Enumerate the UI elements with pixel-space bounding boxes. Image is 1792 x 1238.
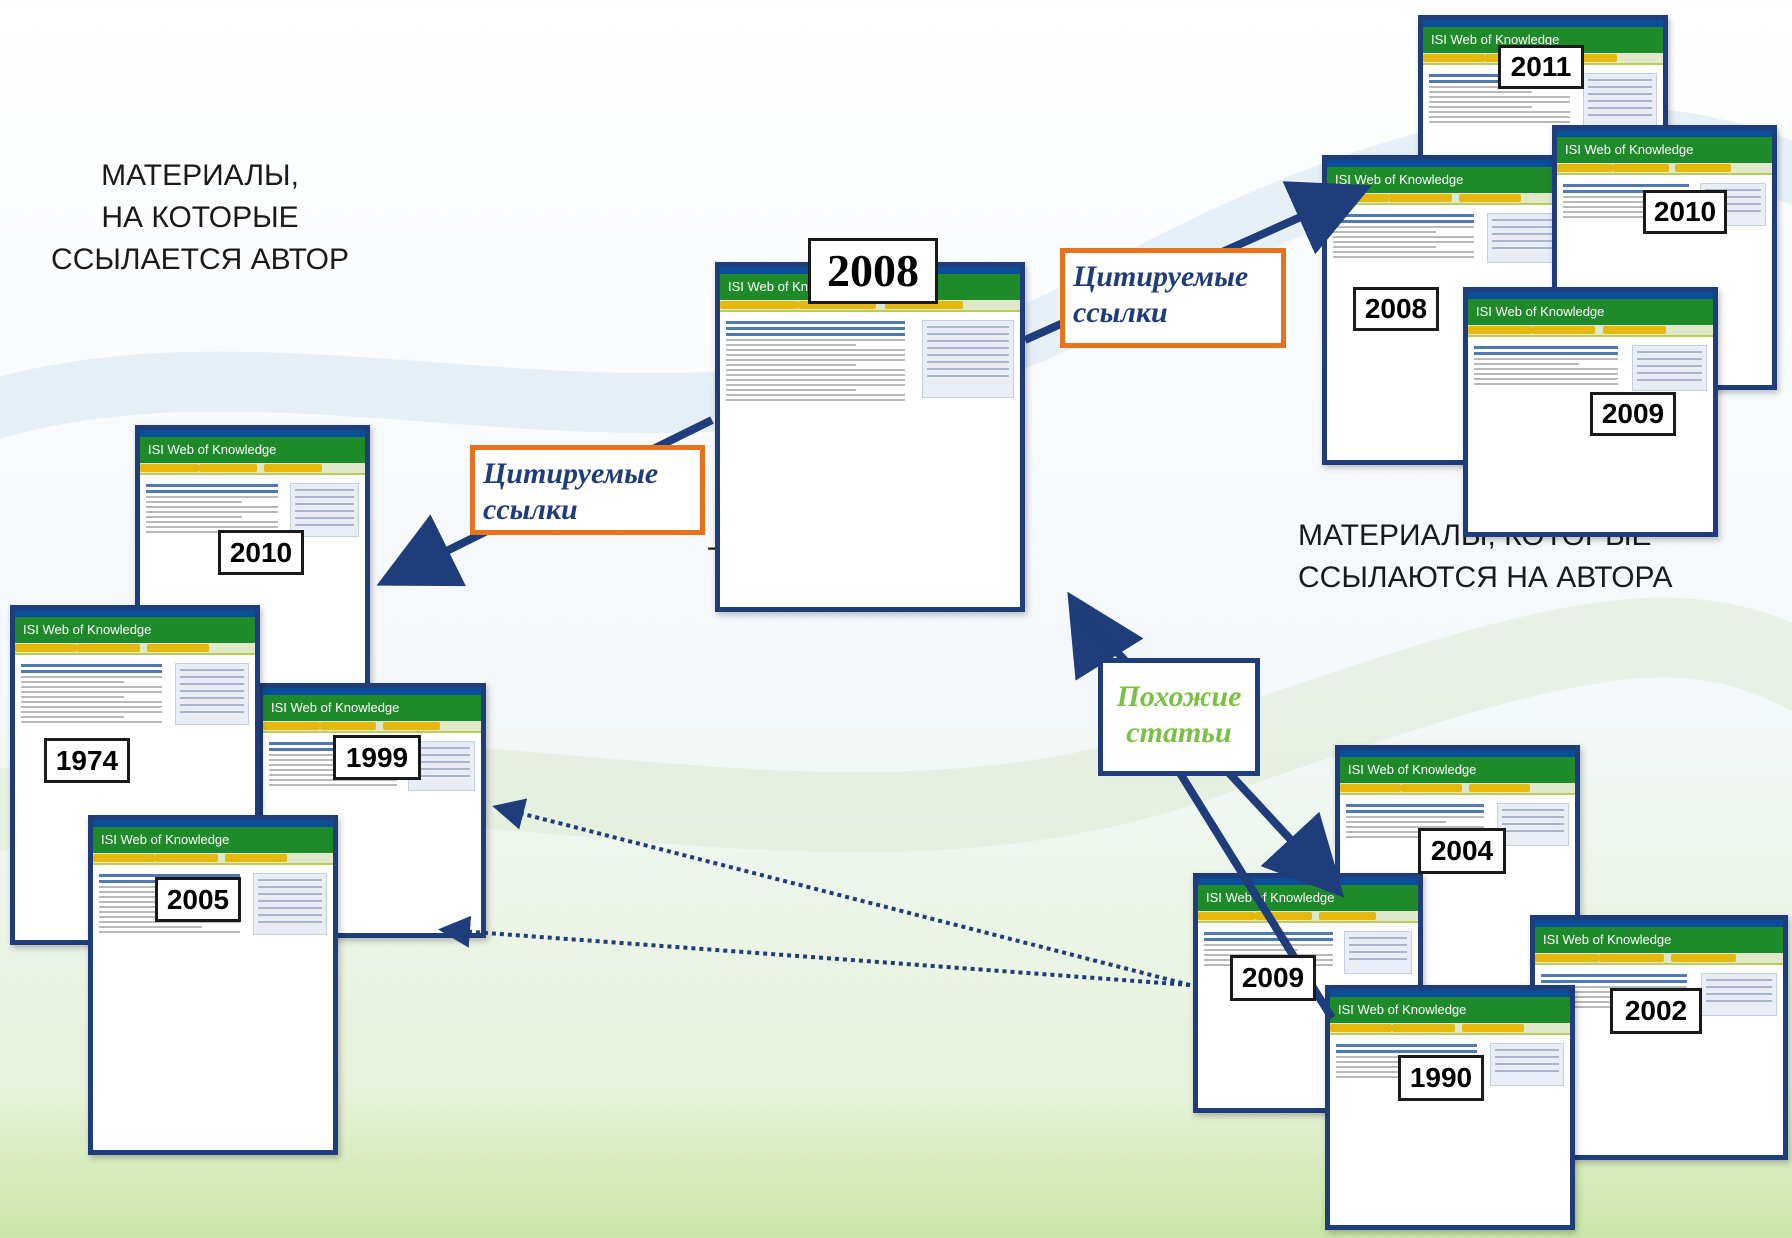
year-badge: 2002 [1610, 988, 1702, 1034]
callout-line: Похожие [1116, 680, 1242, 713]
wok-header: ISI Web of Knowledge [140, 437, 365, 463]
current-article-screenshot: ISI Web of Knowledge [715, 262, 1025, 612]
callout-cited-references-right: Цитируемые ссылки [1060, 248, 1286, 348]
callout-line: ссылки [483, 493, 578, 526]
wok-header: ISI Web of Knowledge [1340, 757, 1575, 783]
label-referenced-materials: МАТЕРИАЛЫ, НА КОТОРЫЕ ССЫЛАЕТСЯ АВТОР [30, 155, 370, 281]
label-line: НА КОТОРЫЕ [101, 201, 299, 234]
year-badge: 1999 [333, 735, 421, 780]
label-line: МАТЕРИАЛЫ, [101, 159, 299, 192]
wok-header: ISI Web of Knowledge [93, 827, 333, 853]
callout-line: Цитируемые [483, 457, 659, 490]
year-badge: 1990 [1398, 1055, 1484, 1101]
year-badge: 2010 [1643, 190, 1727, 234]
year-badge: 2004 [1418, 828, 1506, 874]
year-badge: 2009 [1590, 392, 1676, 436]
callout-cited-references-left: Цитируемые ссылки [470, 445, 705, 535]
label-line: ССЫЛАЕТСЯ АВТОР [51, 243, 349, 276]
callout-line: Цитируемые [1073, 260, 1249, 293]
callout-line: статьи [1126, 716, 1232, 749]
wok-header: ISI Web of Knowledge [263, 695, 481, 721]
year-badge: 1974 [44, 738, 130, 783]
wok-header: ISI Web of Knowledge [1330, 997, 1570, 1023]
article-screenshot: ISI Web of Knowledge [88, 815, 338, 1155]
year-badge: 2011 [1498, 45, 1584, 89]
year-badge: 2009 [1230, 955, 1316, 1001]
callout-line: ссылки [1073, 296, 1168, 329]
wok-header: ISI Web of Knowledge [1468, 299, 1713, 325]
year-badge-current: 2008 [808, 238, 938, 304]
wok-header: ISI Web of Knowledge [1327, 167, 1567, 193]
wok-header: ISI Web of Knowledge [1535, 927, 1783, 953]
year-badge: 2005 [155, 877, 241, 922]
year-badge: 2008 [1353, 287, 1439, 331]
callout-similar-articles: Похожие статьи [1098, 658, 1260, 776]
wok-header: ISI Web of Knowledge [15, 617, 255, 643]
year-badge: 2010 [218, 530, 304, 575]
wok-header: ISI Web of Knowledge [1198, 885, 1418, 911]
wok-header: ISI Web of Knowledge [1557, 137, 1772, 163]
article-screenshot: ISI Web of Knowledge [1325, 985, 1575, 1230]
label-line: ССЫЛАЮТСЯ НА АВТОРА [1298, 561, 1673, 594]
